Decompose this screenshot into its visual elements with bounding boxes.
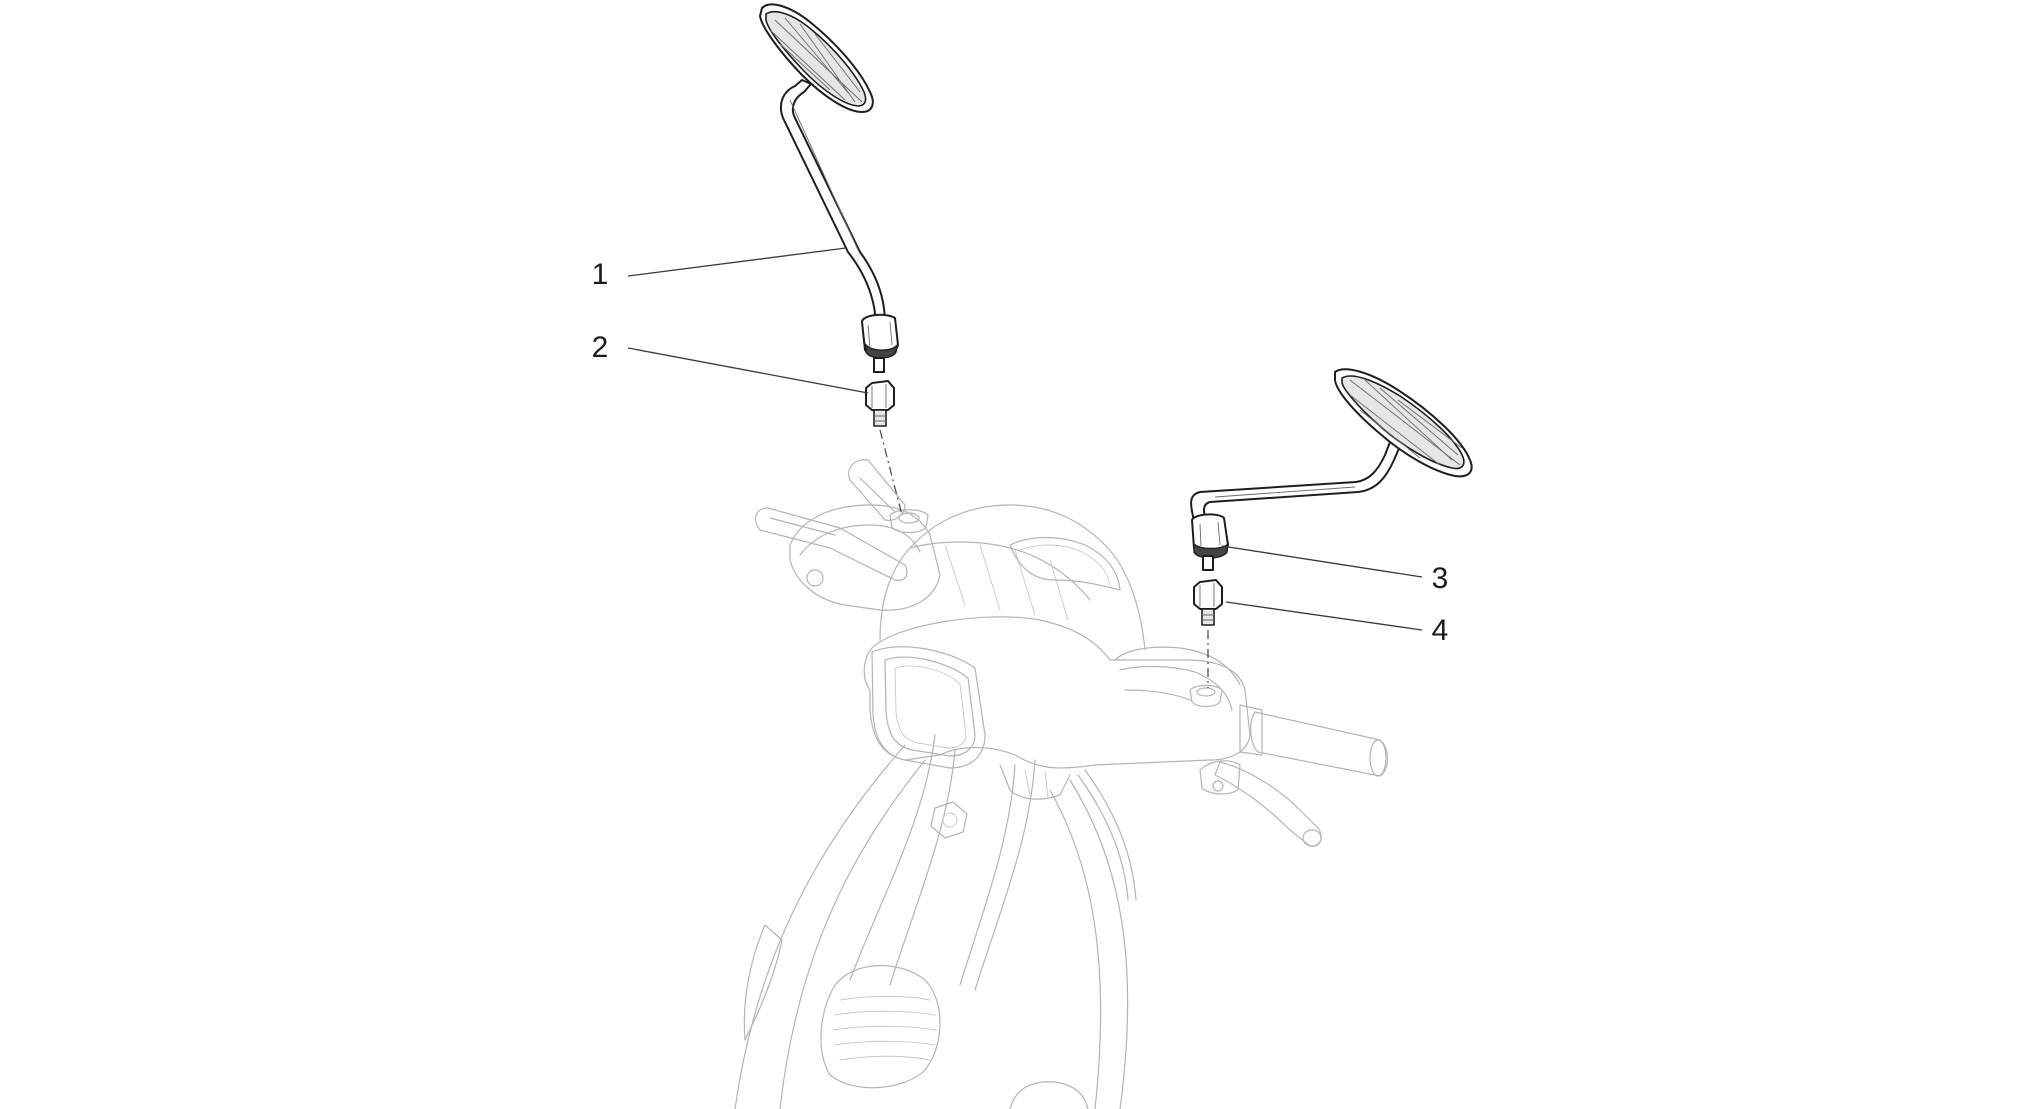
scooter-ghost-outline	[734, 459, 1389, 1109]
adapter-right	[1193, 579, 1223, 626]
mirror-left-assembly	[759, 3, 899, 373]
mirror-right-thread-pin	[1202, 555, 1214, 571]
callout-4: 4	[1432, 614, 1449, 647]
mirror-left-thread-pin	[873, 357, 885, 373]
callout-3: 3	[1432, 562, 1449, 595]
mirror-right-assembly	[1190, 368, 1473, 571]
leader-line-2	[627, 347, 869, 394]
assembly-axis-left	[879, 429, 903, 516]
leader-line-1	[627, 247, 847, 277]
leader-line-4	[1225, 601, 1423, 631]
leader-line-3	[1221, 545, 1423, 578]
callout-2: 2	[592, 331, 609, 364]
adapter-left	[865, 380, 895, 427]
callout-1: 1	[592, 258, 609, 291]
